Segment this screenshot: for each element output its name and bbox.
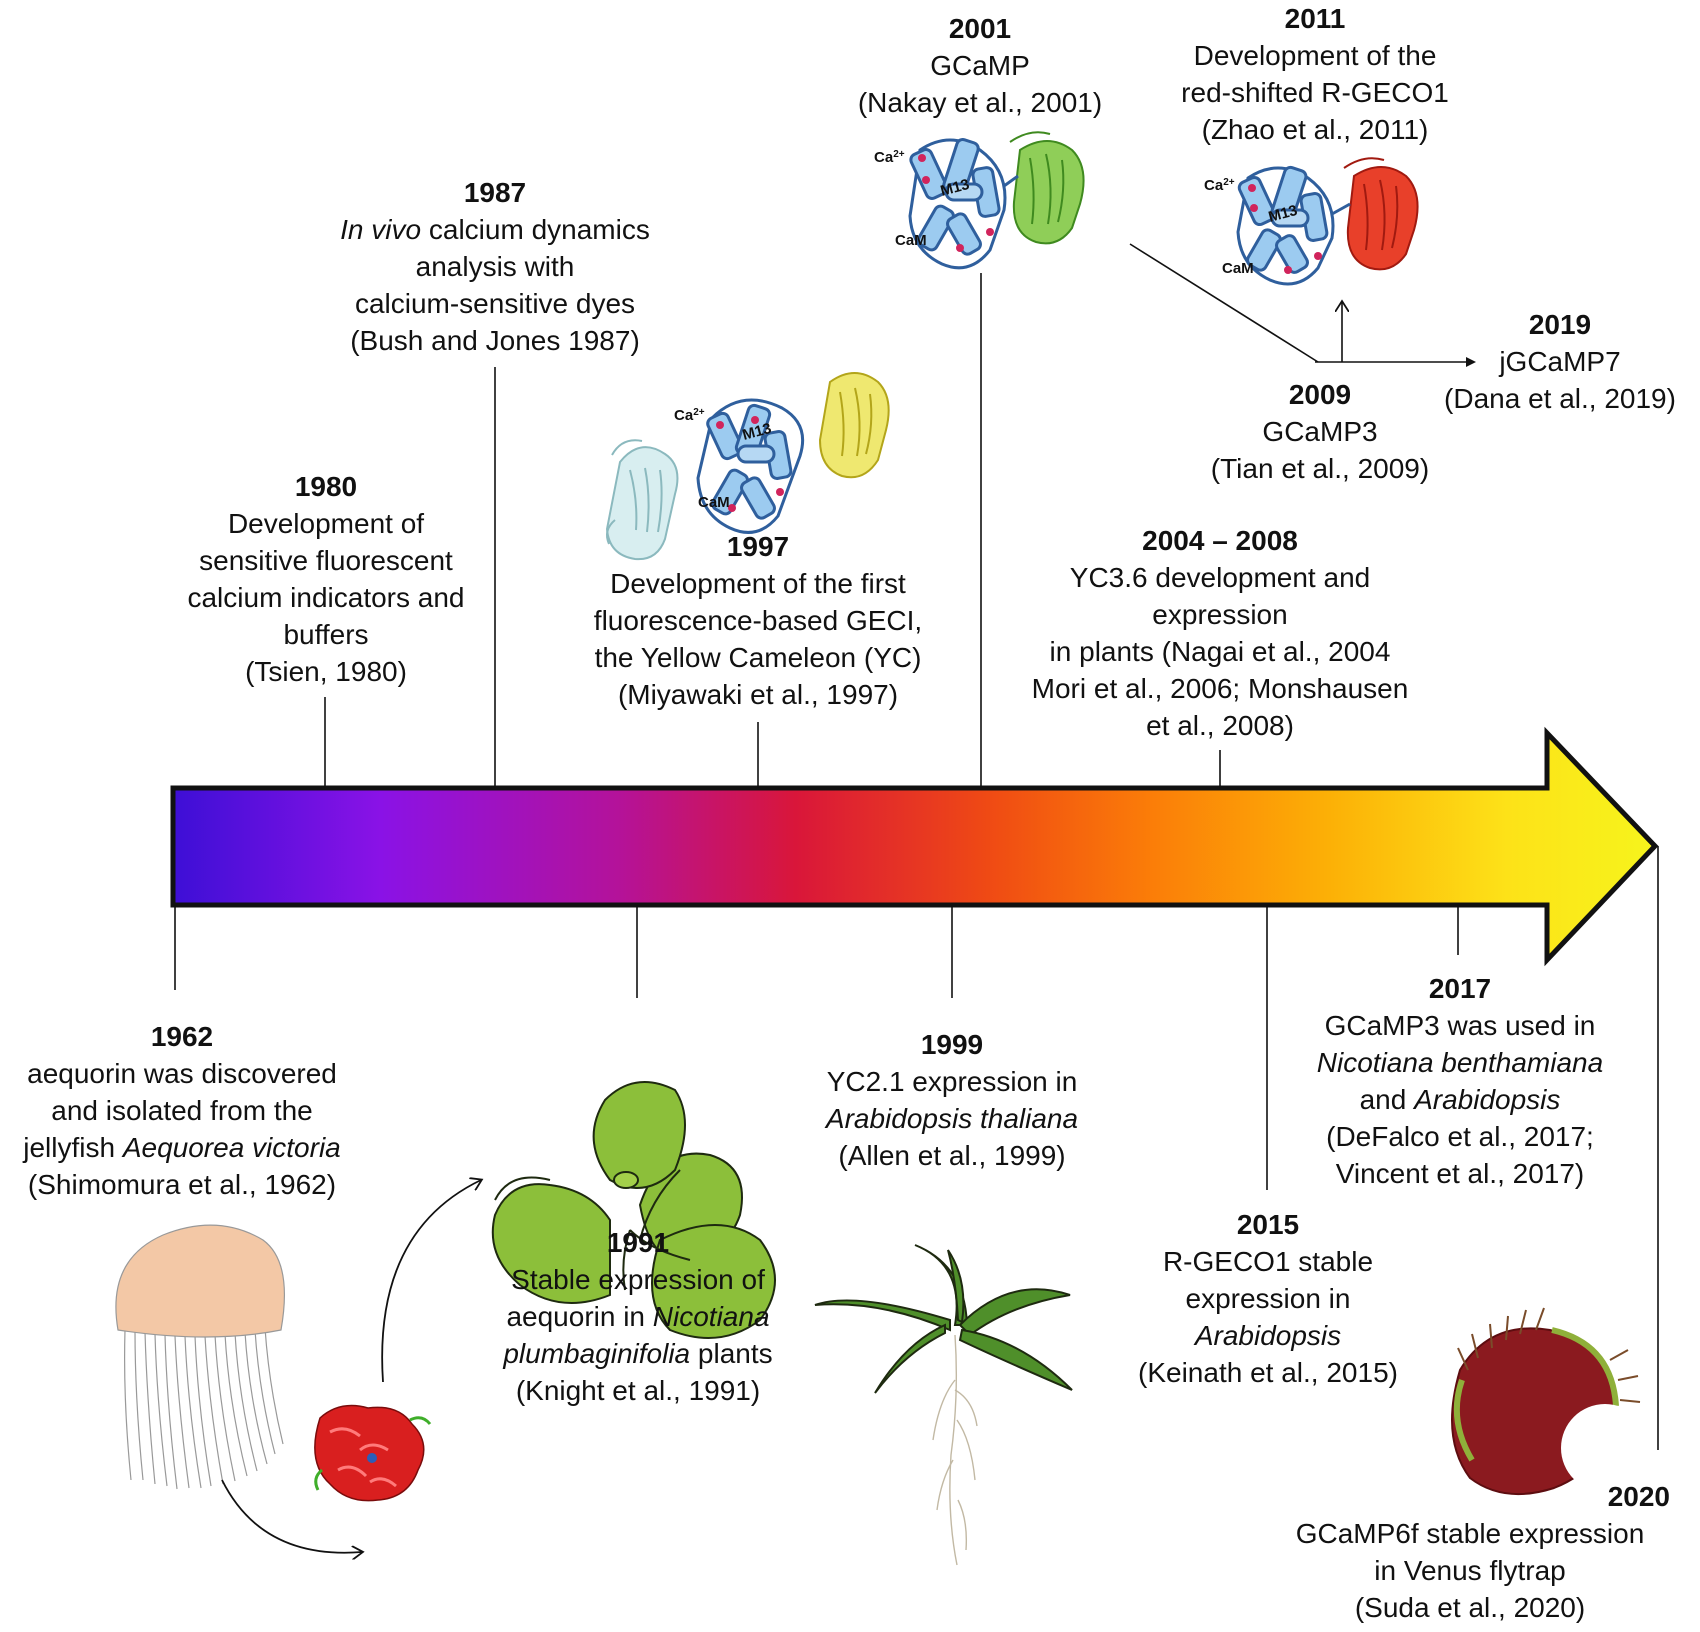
arrow-protein-to-tobacco xyxy=(381,1180,481,1383)
event-1991: 1991 Stable expression of aequorin in Ni… xyxy=(470,1224,806,1409)
connector-gcamp-branch xyxy=(1129,243,1319,363)
event-1962: 1962 aequorin was discovered and isolate… xyxy=(0,1018,364,1203)
svg-text:M13: M13 xyxy=(939,176,972,200)
event-year: 2011 xyxy=(1284,3,1346,34)
venus-flytrap-icon xyxy=(1451,1307,1649,1496)
event-year: 1980 xyxy=(294,471,358,502)
event-2017: 2017 GCaMP3 was used in Nicotiana bentha… xyxy=(1290,970,1630,1192)
event-2004-2008: 2004 – 2008 YC3.6 development and expres… xyxy=(1000,522,1440,744)
event-2009: 2009 GCaMP3 (Tian et al., 2009) xyxy=(1170,376,1470,487)
arabidopsis-plant-icon xyxy=(814,1244,1073,1566)
svg-text:CaM: CaM xyxy=(698,494,730,511)
event-year: 2015 xyxy=(1236,1209,1300,1240)
event-1999: 1999 YC2.1 expression in Arabidopsis tha… xyxy=(792,1026,1112,1174)
event-1987: 1987 In vivo calcium dynamics analysis w… xyxy=(310,174,680,359)
event-year: 2020 xyxy=(1607,1481,1670,1512)
aequorin-protein-icon xyxy=(314,1404,432,1502)
svg-text:M13: M13 xyxy=(1267,202,1300,226)
gcamp-structure-icon: Ca2+ M13 CaM xyxy=(874,131,1085,270)
event-year: 1962 xyxy=(150,1021,214,1052)
jellyfish-icon xyxy=(115,1224,286,1490)
event-year: 1987 xyxy=(463,177,527,208)
timeline-arrow xyxy=(170,726,1659,967)
event-year: 1999 xyxy=(920,1029,984,1060)
svg-text:CaM: CaM xyxy=(895,232,927,249)
event-year: 1991 xyxy=(606,1227,670,1258)
connector-lines xyxy=(174,243,1659,1450)
event-year: 1997 xyxy=(726,531,790,562)
event-2001: 2001 GCaMP (Nakay et al., 2001) xyxy=(830,10,1130,121)
yellow-cameleon-structure-icon: Ca2+ M13 CaM xyxy=(605,372,890,561)
event-2020: 2020 GCaMP6f stable expression in Venus … xyxy=(1260,1478,1680,1626)
event-1997: 1997 Development of the first fluorescen… xyxy=(566,528,950,713)
event-year: 2017 xyxy=(1428,973,1492,1004)
svg-text:M13: M13 xyxy=(741,420,774,444)
event-1980: 1980 Development of sensitive fluorescen… xyxy=(156,468,496,690)
event-2015: 2015 R-GECO1 stable expression in Arabid… xyxy=(1108,1206,1428,1391)
event-2019: 2019 jGCaMP7 (Dana et al., 2019) xyxy=(1420,306,1700,417)
arrow-jellyfish-to-protein xyxy=(221,1479,362,1553)
r-geco1-structure-icon: Ca2+ M13 CaM xyxy=(1204,157,1419,286)
event-year: 2019 xyxy=(1528,309,1592,340)
event-year: 2001 xyxy=(948,13,1012,44)
svg-text:Ca2+: Ca2+ xyxy=(674,407,705,425)
event-2011: 2011 Development of the red-shifted R-GE… xyxy=(1150,0,1480,148)
event-year: 2009 xyxy=(1288,379,1352,410)
svg-text:CaM: CaM xyxy=(1222,260,1254,277)
tobacco-plant-icon xyxy=(491,1081,776,1339)
svg-text:Ca2+: Ca2+ xyxy=(1204,177,1235,195)
event-year: 2004 – 2008 xyxy=(1142,525,1298,556)
svg-text:Ca2+: Ca2+ xyxy=(874,149,905,167)
